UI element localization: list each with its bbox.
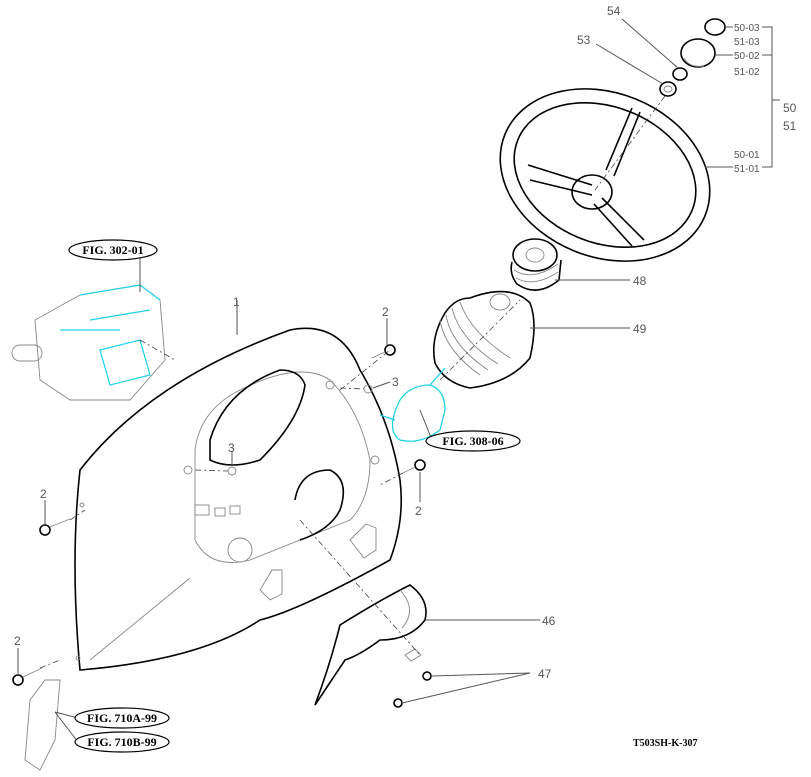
callout-50-01: 50-01	[734, 150, 760, 161]
callout-3: 3	[228, 441, 235, 455]
callout-51-01: 51-01	[734, 164, 760, 175]
callout-2: 2	[415, 504, 422, 518]
callout-50-02: 50-02	[734, 51, 760, 62]
column-collar	[510, 238, 562, 291]
lower-bracket	[24, 679, 61, 771]
steering-wheel	[499, 88, 711, 262]
fig-ref-label: FIG. 302-01	[82, 243, 143, 257]
callout-51-02: 51-02	[734, 67, 760, 78]
callout-51-03: 51-03	[734, 37, 760, 48]
callout-48: 48	[633, 274, 647, 288]
drawing-code: T503SH-K-307	[633, 738, 697, 749]
callout-50-03: 50-03	[734, 23, 760, 34]
callout-3: 3	[392, 375, 399, 389]
fig-ref-302-01[interactable]: FIG. 302-01	[68, 239, 158, 261]
callout-2: 2	[40, 487, 47, 501]
callout-47: 47	[538, 667, 552, 681]
dashboard-panel	[74, 327, 403, 671]
callout-1: 1	[233, 295, 240, 309]
lower-column-cover	[314, 584, 427, 706]
pedal-bracket-assembly	[11, 284, 176, 401]
fig-ref-label: FIG. 710A-99	[87, 711, 157, 725]
fig-ref-710a-99[interactable]: FIG. 710A-99	[74, 707, 170, 729]
callout-2: 2	[382, 305, 389, 319]
callout-50: 50	[783, 101, 797, 115]
column-boot	[432, 290, 535, 389]
callout-54: 54	[607, 4, 621, 18]
callout-51: 51	[783, 119, 797, 133]
ignition-switch-assembly	[379, 367, 446, 442]
callout-49: 49	[633, 322, 647, 336]
grommet-icon	[227, 384, 373, 476]
fig-ref-label: FIG. 308-06	[442, 434, 503, 448]
wheel-cap-parts	[594, 18, 726, 191]
fig-ref-710b-99[interactable]: FIG. 710B-99	[74, 731, 170, 753]
callout-2: 2	[14, 634, 21, 648]
fig-ref-label: FIG. 710B-99	[87, 735, 156, 749]
callout-46: 46	[542, 614, 556, 628]
bolt-icon	[12, 344, 432, 708]
callout-53: 53	[577, 33, 591, 47]
fig-ref-308-06[interactable]: FIG. 308-06	[425, 430, 521, 452]
